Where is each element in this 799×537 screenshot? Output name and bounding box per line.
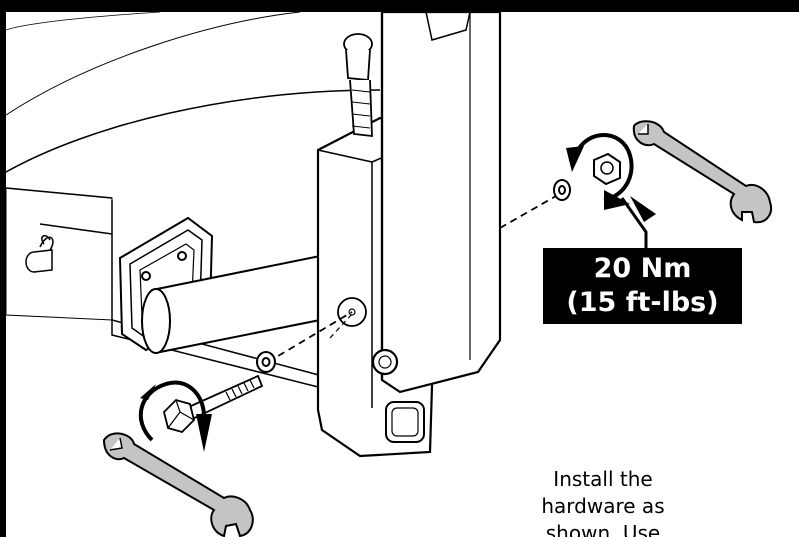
upright-housing <box>316 10 502 458</box>
rotation-arrow-lower <box>138 380 212 452</box>
washer-upper <box>553 179 571 201</box>
assembly-guide-lower <box>267 311 353 363</box>
torque-callout-badge: 20 Nm (15 ft-lbs) <box>543 248 742 324</box>
adjuster-knob <box>343 33 373 138</box>
wrench-lower <box>102 432 254 537</box>
instruction-line-2: hardware as <box>541 494 665 518</box>
torque-imperial-label: (15 ft-lbs) <box>566 287 719 318</box>
torque-metric-label: 20 Nm <box>593 253 692 284</box>
top-bar <box>0 0 799 12</box>
wrench-upper <box>632 120 772 224</box>
clevis-pin <box>25 234 54 273</box>
callout-pointer <box>620 197 648 248</box>
pivot-tube <box>141 252 331 354</box>
hex-nut <box>593 152 621 186</box>
instruction-text: Install the hardware as shown. Use <box>488 466 718 537</box>
background-arc-outer <box>5 11 161 31</box>
base-tube <box>5 187 113 321</box>
callout-pointer-head <box>630 196 656 222</box>
instruction-line-3: shown. Use <box>545 521 661 537</box>
rotation-arrow-upper <box>566 133 634 210</box>
instruction-line-1: Install the <box>553 467 653 491</box>
assembly-guide-pivot <box>329 313 353 339</box>
background-arc-lower <box>5 89 381 173</box>
left-frame-line <box>0 0 6 537</box>
assembly-guide-upper <box>499 195 557 229</box>
washer-lower <box>256 351 276 373</box>
background-arc-inner <box>5 11 301 116</box>
